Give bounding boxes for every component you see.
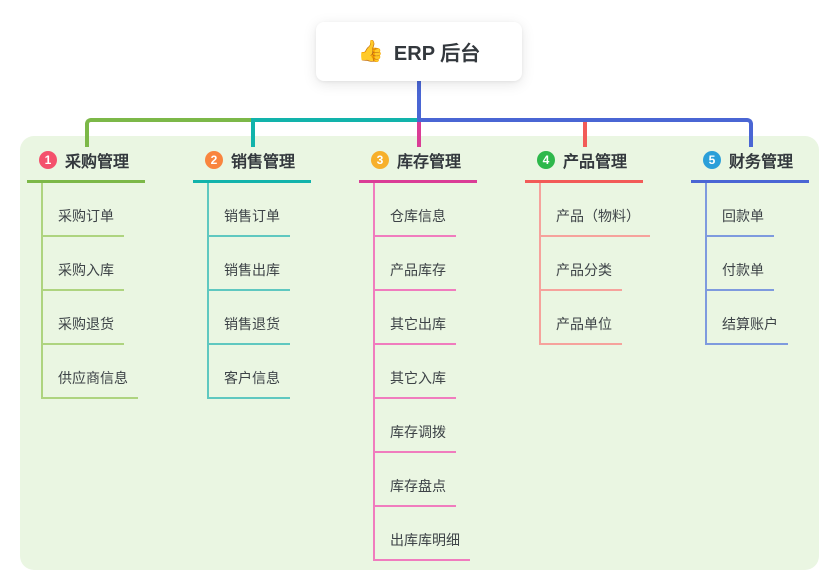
- branch-item[interactable]: 销售订单: [193, 183, 353, 237]
- branch-column-4: 4 产品管理产品（物料） 产品分类产品单位: [525, 148, 685, 345]
- branch-vertical-line: [41, 183, 43, 399]
- branch-number-badge: 5: [703, 151, 721, 169]
- branch-item-label: 结算账户: [705, 314, 788, 345]
- branch-item-label: 库存盘点: [373, 476, 456, 507]
- branch-item-label: 产品单位: [539, 314, 622, 345]
- root-node[interactable]: 👍 ERP 后台: [316, 22, 522, 81]
- branch-item[interactable]: 出库库明细: [359, 507, 519, 561]
- connector-root-vertical: [417, 81, 421, 122]
- branch-title: 采购管理: [65, 154, 130, 171]
- branch-header-4[interactable]: 4 产品管理: [525, 148, 643, 183]
- branch-item-label: 采购入库: [41, 260, 124, 291]
- branch-column-3: 3 库存管理仓库信息产品库存其它出库其它入库库存调拨库存盘点出库库明细: [359, 148, 519, 561]
- branch-item-label: 采购退货: [41, 314, 124, 345]
- branch-title: 财务管理: [729, 154, 794, 171]
- branch-column-5: 5 财务管理回款单付款单结算账户: [691, 148, 839, 345]
- branch-header-5[interactable]: 5 财务管理: [691, 148, 809, 183]
- branch-item-label: 产品（物料）: [539, 206, 650, 237]
- branch-item-label: 销售出库: [207, 260, 290, 291]
- branch-item[interactable]: 销售退货: [193, 291, 353, 345]
- mindmap-panel: [20, 136, 819, 570]
- branch-item-label: 客户信息: [207, 368, 290, 399]
- branch-item[interactable]: 采购退货: [27, 291, 187, 345]
- branch-items: 产品（物料） 产品分类产品单位: [525, 183, 685, 345]
- branch-item-label: 采购订单: [41, 206, 124, 237]
- branch-item-label: 回款单: [705, 206, 774, 237]
- branch-number-badge: 2: [205, 151, 223, 169]
- connector-branch-5: [417, 118, 753, 147]
- branch-item[interactable]: 产品单位: [525, 291, 685, 345]
- branch-item[interactable]: 仓库信息: [359, 183, 519, 237]
- branch-column-1: 1 采购管理采购订单采购入库采购退货供应商信息: [27, 148, 187, 399]
- branch-item-label: 出库库明细: [373, 530, 470, 561]
- branch-item[interactable]: 产品库存: [359, 237, 519, 291]
- branch-item-label: 销售订单: [207, 206, 290, 237]
- branch-item[interactable]: 回款单: [691, 183, 839, 237]
- branch-item[interactable]: 付款单: [691, 237, 839, 291]
- branch-vertical-line: [539, 183, 541, 345]
- branch-items: 回款单付款单结算账户: [691, 183, 839, 345]
- branch-header-3[interactable]: 3 库存管理: [359, 148, 477, 183]
- branch-vertical-line: [373, 183, 375, 561]
- branch-header-1[interactable]: 1 采购管理: [27, 148, 145, 183]
- branch-item[interactable]: 产品分类: [525, 237, 685, 291]
- branch-title: 产品管理: [563, 154, 628, 171]
- branch-item-label: 其它出库: [373, 314, 456, 345]
- root-title: ERP 后台: [393, 43, 481, 65]
- branch-title: 库存管理: [397, 154, 462, 171]
- connector-branch-2: [251, 118, 417, 147]
- branch-vertical-line: [705, 183, 707, 345]
- branch-item-label: 库存调拨: [373, 422, 456, 453]
- branch-items: 仓库信息产品库存其它出库其它入库库存调拨库存盘点出库库明细: [359, 183, 519, 561]
- branch-item[interactable]: 其它出库: [359, 291, 519, 345]
- branch-item[interactable]: 客户信息: [193, 345, 353, 399]
- branch-item-label: 产品分类: [539, 260, 622, 291]
- branch-item[interactable]: 销售出库: [193, 237, 353, 291]
- branch-item-label: 产品库存: [373, 260, 456, 291]
- branch-item[interactable]: 产品（物料）: [525, 183, 685, 237]
- branch-item[interactable]: 库存调拨: [359, 399, 519, 453]
- branch-item-label: 付款单: [705, 260, 774, 291]
- branch-column-2: 2 销售管理销售订单销售出库销售退货客户信息: [193, 148, 353, 399]
- connector-branch-4: [583, 122, 587, 147]
- branch-item[interactable]: 供应商信息: [27, 345, 187, 399]
- branch-item-label: 仓库信息: [373, 206, 456, 237]
- branch-item[interactable]: 结算账户: [691, 291, 839, 345]
- branch-item-label: 供应商信息: [41, 368, 138, 399]
- branch-number-badge: 3: [371, 151, 389, 169]
- branch-header-2[interactable]: 2 销售管理: [193, 148, 311, 183]
- branch-number-badge: 1: [39, 151, 57, 169]
- branch-vertical-line: [207, 183, 209, 399]
- branch-title: 销售管理: [231, 154, 296, 171]
- branch-items: 销售订单销售出库销售退货客户信息: [193, 183, 353, 399]
- branch-number-badge: 4: [537, 151, 555, 169]
- branch-item[interactable]: 采购入库: [27, 237, 187, 291]
- connector-branch-3: [417, 122, 421, 147]
- branch-item[interactable]: 其它入库: [359, 345, 519, 399]
- branch-item-label: 销售退货: [207, 314, 290, 345]
- branch-item[interactable]: 库存盘点: [359, 453, 519, 507]
- branch-items: 采购订单采购入库采购退货供应商信息: [27, 183, 187, 399]
- thumbs-up-icon: 👍: [357, 39, 384, 63]
- branch-item[interactable]: 采购订单: [27, 183, 187, 237]
- branch-item-label: 其它入库: [373, 368, 456, 399]
- connector-branch-1: [85, 118, 251, 147]
